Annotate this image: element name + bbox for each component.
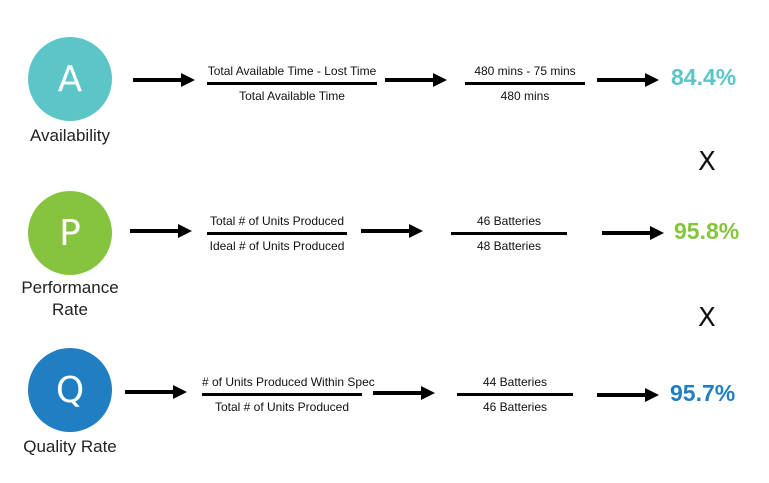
performance-circle: P <box>28 191 112 275</box>
availability-values: 480 mins - 75 mins 480 mins <box>465 63 585 104</box>
quality-values-numerator: 44 Batteries <box>482 375 548 389</box>
quality-values: 44 Batteries 46 Batteries <box>457 374 573 415</box>
availability-values-denominator: 480 mins <box>500 89 550 103</box>
arrow-icon <box>125 385 187 399</box>
availability-formula-numerator: Total Available Time - Lost Time <box>207 64 377 78</box>
fraction-bar <box>207 232 347 235</box>
multiply-operator: X <box>698 303 716 333</box>
performance-label: Performance Rate <box>21 278 119 319</box>
fraction-bar <box>457 393 573 396</box>
availability-formula: Total Available Time - Lost Time Total A… <box>207 63 377 104</box>
quality-letter: Q <box>55 369 85 411</box>
availability-letter: A <box>57 58 83 100</box>
fraction-bar <box>465 82 585 85</box>
arrow-icon <box>373 386 435 400</box>
performance-values-denominator: 48 Batteries <box>476 239 542 253</box>
arrow-icon <box>385 73 447 87</box>
quality-circle: Q <box>28 348 112 432</box>
arrow-icon <box>133 73 195 87</box>
performance-formula-numerator: Total # of Units Produced <box>209 214 345 228</box>
quality-formula-denominator: Total # of Units Produced <box>214 400 350 414</box>
availability-formula-denominator: Total Available Time <box>239 89 345 103</box>
fraction-bar <box>207 82 377 85</box>
performance-formula: Total # of Units Produced Ideal # of Uni… <box>207 213 347 254</box>
availability-values-numerator: 480 mins - 75 mins <box>474 64 576 78</box>
quality-formula: # of Units Produced Within Spec Total # … <box>202 374 375 415</box>
quality-formula-numerator: # of Units Produced Within Spec <box>202 375 375 389</box>
performance-letter: P <box>59 212 81 254</box>
performance-formula-denominator: Ideal # of Units Produced <box>209 239 345 253</box>
arrow-icon <box>597 73 659 87</box>
performance-values: 46 Batteries 48 Batteries <box>451 213 567 254</box>
quality-label: Quality Rate <box>23 437 117 456</box>
fraction-bar <box>202 393 362 396</box>
availability-circle: A <box>28 37 112 121</box>
arrow-icon <box>361 224 423 238</box>
multiply-operator: X <box>698 147 716 177</box>
quality-values-denominator: 46 Batteries <box>482 400 548 414</box>
availability-result: 84.4% <box>671 64 737 90</box>
performance-result: 95.8% <box>674 218 740 244</box>
performance-values-numerator: 46 Batteries <box>476 214 542 228</box>
arrow-icon <box>597 388 659 402</box>
quality-result: 95.7% <box>670 380 736 406</box>
availability-label: Availability <box>29 126 110 145</box>
fraction-bar <box>451 232 567 235</box>
arrow-icon <box>602 226 664 240</box>
arrow-icon <box>130 224 192 238</box>
